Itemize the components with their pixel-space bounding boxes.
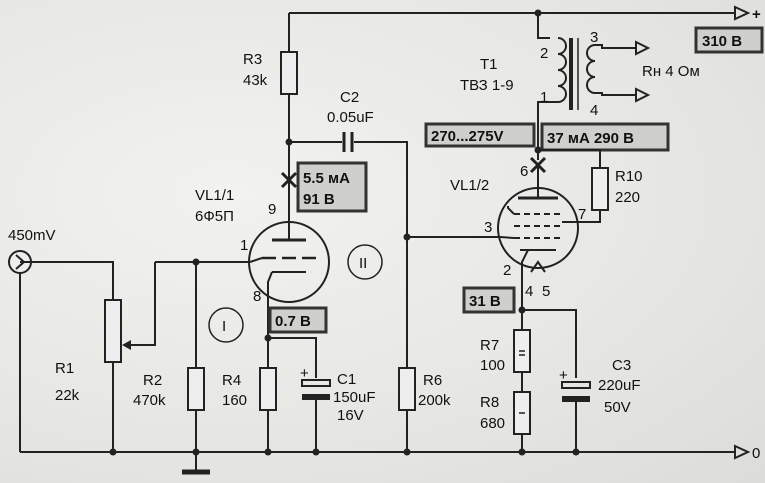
t1-pin-2: 2 — [540, 45, 548, 62]
svg-text:91 В: 91 В — [303, 191, 335, 208]
c2-capacitor: C2 0.05uF — [289, 89, 408, 368]
supply-voltage-box: 310 В — [694, 26, 764, 54]
r10-resistor: R10 220 — [575, 167, 643, 223]
r4-value: 160 — [222, 392, 247, 409]
vl2-ref: VL1/2 — [450, 177, 489, 194]
vl2-pin-anode: 6 — [520, 163, 528, 180]
r3-resistor: R3 43k — [243, 13, 298, 225]
r4-ref: R4 — [222, 372, 241, 389]
vl2-pin-heater-b: 5 — [542, 283, 550, 300]
c1-ref: C1 — [337, 371, 356, 388]
svg-text:II: II — [359, 255, 367, 272]
r6-value: 200k — [418, 392, 451, 409]
c2-ref: C2 — [340, 89, 359, 106]
vl1-pin-anode: 9 — [268, 201, 276, 218]
stage-one-marker: I — [208, 307, 244, 343]
c3-capacitor: + C3 220uF 50V — [559, 357, 641, 452]
vl2-pin-grid: 3 — [484, 219, 492, 236]
svg-text:+: + — [559, 367, 568, 384]
r7-resistor: R7 100 — [480, 310, 531, 392]
svg-text:310 В: 310 В — [702, 33, 742, 50]
vl1-ref: VL1/1 — [195, 187, 234, 204]
c1-value: 150uF — [333, 389, 376, 406]
r2-resistor: R2 470k — [133, 262, 205, 452]
ground-label: 0 — [752, 445, 760, 462]
vl1-type: 6Ф5П — [195, 208, 234, 225]
t1-transformer: T1 ТВЗ 1-9 2 1 3 4 Rн 4 Ом — [460, 9, 700, 150]
r7-value: 100 — [480, 357, 505, 374]
r4-resistor: R4 160 — [222, 367, 277, 411]
stage-two-marker: II — [347, 244, 383, 280]
svg-text:270...275V: 270...275V — [431, 128, 504, 145]
t1-pin-3: 3 — [590, 29, 598, 46]
svg-text:0.7 В: 0.7 В — [275, 313, 311, 330]
r1-potentiometer: R1 22k — [20, 261, 156, 452]
r3-value: 43k — [243, 72, 268, 89]
svg-text:37 мА 290 В: 37 мА 290 В — [547, 130, 634, 147]
t1-pin-1: 1 — [540, 89, 548, 106]
svg-text:31 В: 31 В — [469, 293, 501, 310]
c3-wire — [522, 309, 577, 378]
vl1-pin-cathode: 8 — [253, 288, 261, 305]
r2-value: 470k — [133, 392, 166, 409]
r6-resistor: R6 200k — [398, 367, 451, 452]
vl2-pin-cathode: 2 — [503, 262, 511, 279]
r8-value: 680 — [480, 415, 505, 432]
r8-ref: R8 — [480, 394, 499, 411]
t1-type: ТВЗ 1-9 — [460, 77, 514, 94]
c3-voltage: 50V — [604, 399, 631, 416]
r1-value: 22k — [55, 387, 80, 404]
supply-rail: + — [289, 5, 761, 23]
c3-value: 220uF — [598, 377, 641, 394]
c3-ref: C3 — [612, 357, 631, 374]
r10-wire-top — [538, 149, 601, 168]
vl2-screen-voltage-box: 270...275V — [424, 122, 536, 148]
t1-ref: T1 — [480, 56, 498, 73]
vl2-cathode-measurement-box: 31 В — [462, 286, 516, 314]
svg-text:+: + — [300, 365, 309, 382]
c1-voltage: 16V — [337, 407, 364, 424]
vl2-anode-measurement-box: 37 мА 290 В — [540, 122, 670, 152]
vl1-triode: VL1/1 6Ф5П 9 1 8 — [195, 187, 330, 452]
vl2-pin-screen: 7 — [578, 206, 586, 223]
r10-value: 220 — [615, 189, 640, 206]
vl1-pin-grid: 1 — [240, 237, 248, 254]
t1-load-label: Rн 4 Ом — [642, 63, 700, 80]
t1-pin-4: 4 — [590, 102, 598, 119]
input-signal-label: 450mV — [8, 227, 56, 244]
supply-plus-label: + — [752, 6, 761, 23]
r8-resistor: R8 680 — [480, 391, 531, 452]
svg-text:5.5 мА: 5.5 мА — [303, 170, 350, 187]
svg-text:I: I — [222, 318, 226, 335]
r3-ref: R3 — [243, 51, 262, 68]
ground-rail: 0 — [20, 444, 760, 462]
c2-value: 0.05uF — [327, 109, 374, 126]
r7-ref: R7 — [480, 337, 499, 354]
r10-ref: R10 — [615, 168, 643, 185]
vl2-pentode: VL1/2 6 3 7 2 4 5 — [450, 163, 586, 310]
r1-ref: R1 — [55, 360, 74, 377]
vl1-anode-measure-mark — [280, 171, 298, 189]
r2-ref: R2 — [143, 372, 162, 389]
r6-ref: R6 — [423, 372, 442, 389]
input-source: 450mV — [8, 227, 56, 452]
vl1-cathode-measurement-box: 0.7 В — [268, 306, 328, 334]
c1-wire — [268, 337, 317, 378]
vl2-pin-heater-a: 4 — [525, 283, 533, 300]
c1-capacitor: + C1 150uF 16V — [300, 365, 376, 452]
vl1-anode-measurement-box: 5.5 мА 91 В — [296, 161, 368, 213]
